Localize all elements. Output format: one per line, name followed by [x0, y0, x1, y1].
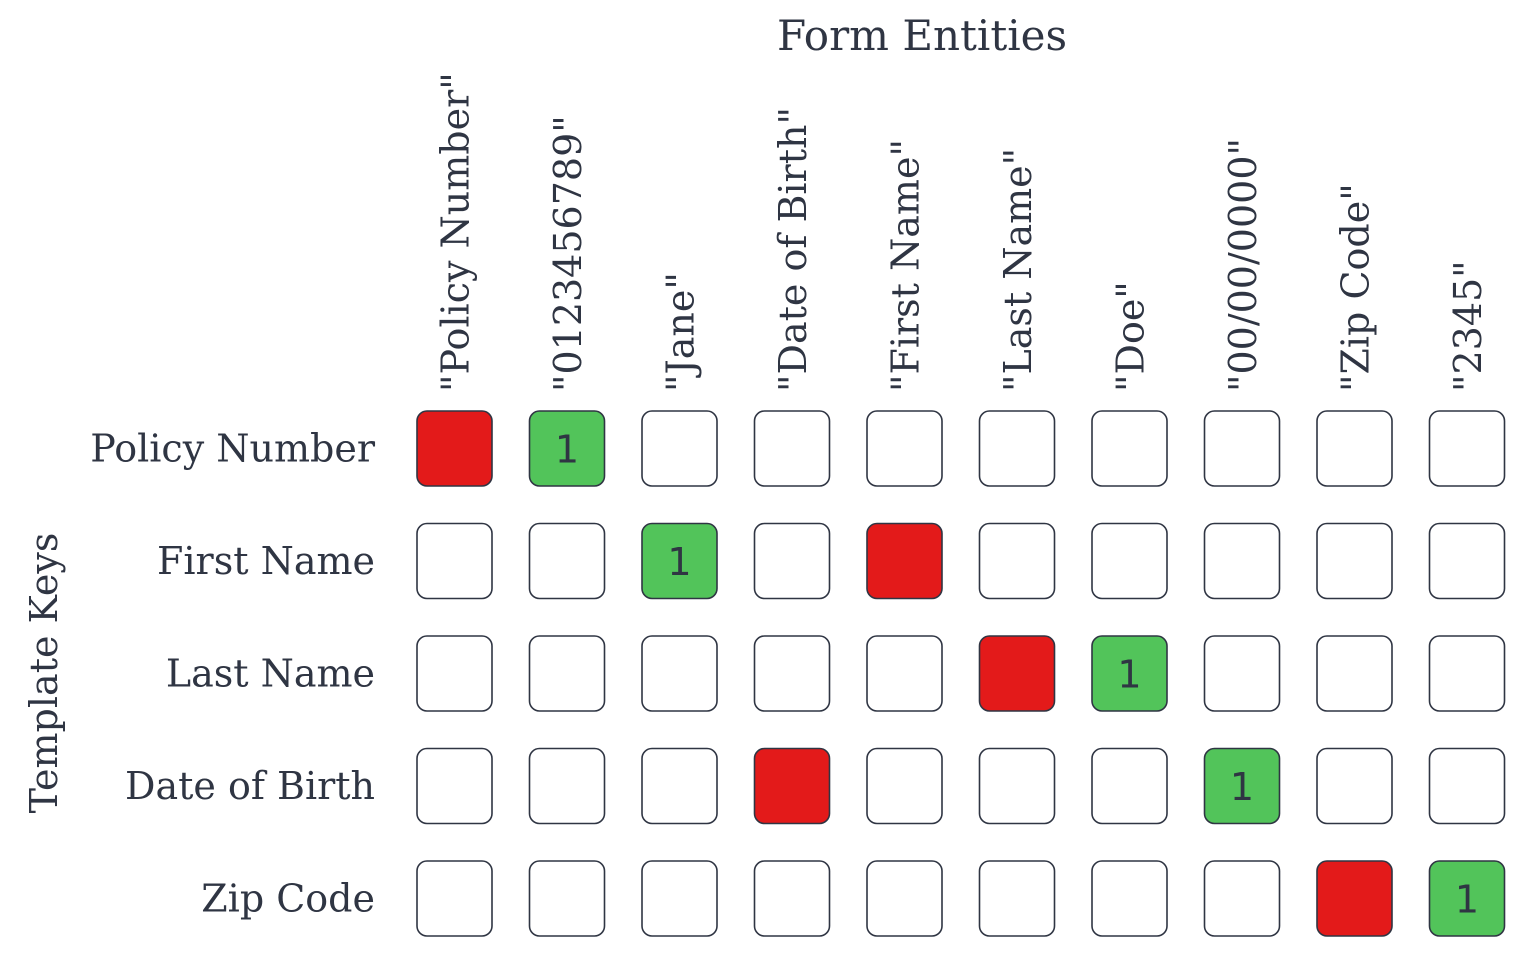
matrix-cell-empty	[1428, 410, 1506, 487]
matrix-cell-red	[978, 635, 1056, 712]
matrix-cell-empty	[1203, 635, 1281, 712]
matrix-cell-empty	[1203, 860, 1281, 937]
matrix-cell-empty	[416, 747, 493, 825]
matrix-cell-empty	[1091, 410, 1168, 487]
matrix-cell-green	[641, 522, 718, 600]
matrix-cell-empty	[416, 522, 493, 600]
matrix-cell-red	[416, 410, 493, 487]
matrix-cell-empty	[641, 410, 718, 487]
matrix-cell-empty	[1091, 860, 1168, 937]
matrix-cell-empty	[416, 860, 493, 937]
column-label: "Date of Birth"	[771, 107, 815, 392]
matrix-cell-empty	[1203, 522, 1281, 600]
matrix-cell-empty	[528, 860, 606, 937]
matrix-cell-empty	[866, 635, 943, 712]
matrix-cell-empty	[1316, 410, 1393, 487]
matrix-cell-empty	[641, 860, 718, 937]
matrix-cell-red	[866, 522, 943, 600]
column-label: "0123456789"	[546, 115, 590, 392]
column-label: "Policy Number"	[434, 72, 478, 392]
column-label: "Doe"	[1109, 281, 1153, 392]
cell-value: 1	[1455, 878, 1479, 922]
row-label: Last Name	[166, 652, 375, 696]
matrix-cell-empty	[978, 747, 1056, 825]
matrix-cell-empty	[1091, 522, 1168, 600]
matrix-cell-empty	[416, 635, 493, 712]
matrix-cell-empty	[528, 522, 606, 600]
matrix-cell-red	[1316, 860, 1393, 937]
cell-value: 1	[1117, 653, 1141, 697]
row-label: First Name	[157, 539, 375, 583]
matrix-title: Form Entities	[777, 11, 1067, 60]
matrix-cell-empty	[1203, 410, 1281, 487]
cell-value: 1	[667, 540, 691, 584]
matrix-cell-empty	[641, 747, 718, 825]
column-label: "Last Name"	[996, 148, 1040, 392]
column-label: "2345"	[1446, 260, 1490, 392]
matrix-cell-green	[1428, 860, 1506, 937]
row-label: Policy Number	[90, 427, 376, 471]
matrix-cell-green	[528, 410, 606, 487]
matrix-cell-empty	[866, 410, 943, 487]
matrix-cell-empty	[1428, 522, 1506, 600]
matrix-cell-empty	[753, 635, 831, 712]
matrix-cell-red	[753, 747, 831, 825]
matrix-cell-empty	[528, 747, 606, 825]
matrix-cell-green	[1091, 635, 1168, 712]
matrix-cell-empty	[1316, 635, 1393, 712]
column-labels: "Policy Number" "0123456789" "Jane" "Date o…	[434, 72, 1491, 392]
matrix-cell-empty	[1428, 747, 1506, 825]
y-axis-title: Template Keys	[22, 533, 66, 814]
matrix-cell-empty	[1316, 522, 1393, 600]
matrix-cell-empty	[753, 860, 831, 937]
matrix-cell-green	[1203, 747, 1281, 825]
matrix-cell-empty	[978, 410, 1056, 487]
column-label: "Zip Code"	[1334, 183, 1378, 392]
matrix-cell-empty	[641, 635, 718, 712]
matrix-cell-empty	[1091, 747, 1168, 825]
matrix-cell-empty	[866, 747, 943, 825]
matrix-cell-empty	[753, 522, 831, 600]
matrix-cell-empty	[1428, 635, 1506, 712]
row-label: Zip Code	[201, 877, 375, 921]
matrix-cell-empty	[528, 635, 606, 712]
matrix-cell-empty	[978, 522, 1056, 600]
matrix-cell-empty	[1316, 747, 1393, 825]
matrix-cell-empty	[753, 410, 831, 487]
row-label: Date of Birth	[125, 764, 375, 808]
column-label: "Jane"	[659, 272, 703, 392]
cell-value: 1	[555, 428, 579, 472]
matrix-cell-empty	[978, 860, 1056, 937]
grid-cells: 1 1 1 1 1	[416, 410, 1506, 937]
matrix-cell-empty	[866, 860, 943, 937]
cell-value: 1	[1230, 765, 1254, 809]
column-label: "00/00/0000"	[1221, 138, 1265, 392]
column-label: "First Name"	[884, 139, 928, 392]
